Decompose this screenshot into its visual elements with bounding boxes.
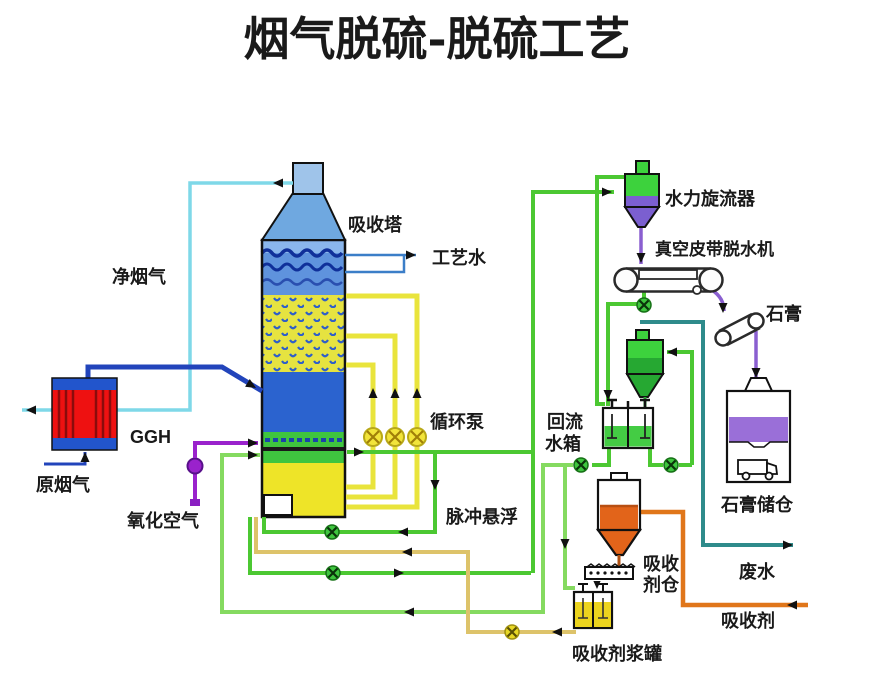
label-clean-flue-gas: 净烟气 <box>112 266 166 287</box>
absorber-tower <box>260 162 347 519</box>
label-hydrocyclone: 水力旋流器 <box>665 188 756 209</box>
label-absorbent-slurry-tank: 吸收剂浆罐 <box>572 643 662 664</box>
belt-roller-left <box>613 267 639 293</box>
process-water-line <box>345 250 416 274</box>
mist-eliminator-wave <box>260 248 344 258</box>
oxidation-air-line <box>186 438 258 506</box>
waste-water-line <box>640 320 793 550</box>
hydrocyclone-2 <box>625 329 665 408</box>
gypsum-storage-silo <box>725 377 792 484</box>
gypsum-level <box>729 417 788 442</box>
label-process-water: 工艺水 <box>432 247 487 268</box>
flue-gas-duct <box>44 364 264 466</box>
absorbent-slurry-line <box>254 517 576 637</box>
vacuum-belt-filter <box>613 267 724 295</box>
label-raw-flue-gas: 原烟气 <box>36 474 90 495</box>
gypsum-conveyor <box>714 312 765 347</box>
spray-zone <box>262 295 345 372</box>
vibrating-feeder <box>584 563 636 589</box>
label-return-tank-1: 回流 <box>547 411 583 432</box>
absorbent-slurry-tank <box>572 583 614 630</box>
hydrocyclone-1 <box>623 160 661 228</box>
absorbent-level <box>600 505 638 530</box>
page-title: 烟气脱硫-脱硫工艺 <box>243 12 630 66</box>
ggh-heat-exchanger <box>51 377 118 451</box>
absorbent-line <box>641 509 808 610</box>
label-ggh: GGH <box>130 427 171 447</box>
tank-stirrers <box>607 398 650 408</box>
label-vacuum-belt: 真空皮带脱水机 <box>655 239 774 259</box>
label-pulse-suspension: 脉冲悬浮 <box>445 506 518 527</box>
return-water-tank <box>601 398 655 450</box>
circulation-pumps <box>363 427 427 447</box>
circulation-lines <box>346 293 420 510</box>
label-absorbent: 吸收剂 <box>721 610 775 631</box>
return-water-lines <box>220 453 575 614</box>
truck-icon <box>737 459 779 481</box>
oxidation-air-blower <box>186 457 204 475</box>
absorbent-silo <box>595 472 643 567</box>
label-waste-water: 废水 <box>739 561 776 582</box>
label-absorber-tower: 吸收塔 <box>348 214 403 235</box>
label-oxidation-air: 氧化空气 <box>126 510 199 531</box>
label-return-tank-2: 水箱 <box>545 433 581 454</box>
label-absorbent-silo-1: 吸收 <box>643 553 679 574</box>
tower-shoulder <box>260 192 347 241</box>
label-absorbent-silo-2: 剂仓 <box>643 574 680 595</box>
vacuum-box <box>638 269 698 280</box>
recycle-lines <box>248 175 694 575</box>
label-circulation-pump: 循环泵 <box>430 411 484 432</box>
green-pumps <box>324 297 679 581</box>
label-gypsum-silo: 石膏储仓 <box>720 494 794 515</box>
slurry-pump <box>504 624 520 640</box>
belt-roller-right <box>698 267 724 293</box>
label-gypsum: 石膏 <box>765 303 802 324</box>
tower-stack <box>292 162 324 195</box>
raw-gas-line <box>44 452 87 466</box>
